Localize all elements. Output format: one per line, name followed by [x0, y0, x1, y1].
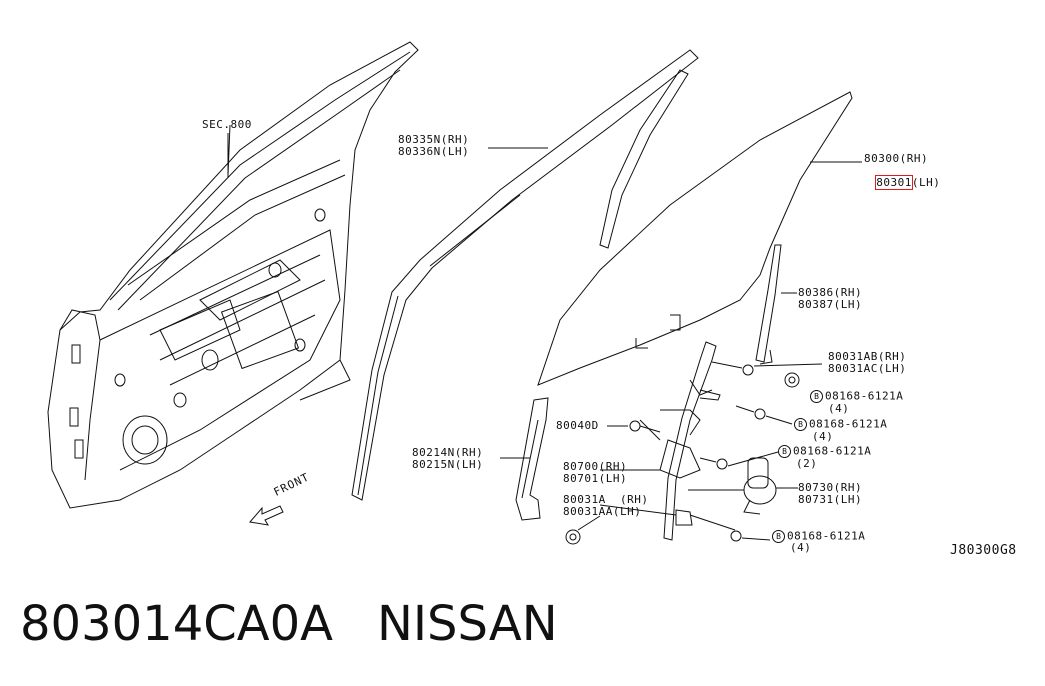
label-80301-side: (LH) [911, 176, 941, 189]
label-80031aa-lh: 80031AA(LH) [563, 505, 642, 518]
door-panel-drawing [47, 41, 419, 509]
label-80031a-rh: 80031A (RH) [563, 493, 649, 506]
label-80040d: 80040D [556, 419, 599, 432]
front-rail-drawing [500, 397, 549, 521]
parts-diagram [47, 41, 862, 545]
label-80387-lh: 80387(LH) [798, 298, 863, 311]
bolt-symbol-b: B [794, 418, 807, 431]
label-bolt-4-qty: (4) [790, 541, 812, 554]
fasteners-drawing [565, 361, 823, 545]
division-channel-drawing [599, 69, 689, 249]
leader-lines [227, 133, 548, 178]
bolt-symbol-b: B [810, 390, 823, 403]
rear-rail-drawing [755, 244, 797, 365]
sash-moulding-drawing [351, 49, 699, 501]
label-80386-rh: 80386(RH) [798, 286, 863, 299]
label-80731-lh: 80731(LH) [798, 493, 863, 506]
front-arrow-icon [249, 505, 284, 526]
brand-name: NISSAN [376, 596, 558, 652]
label-80730-rh: 80730(RH) [798, 481, 863, 494]
label-80700-rh: 80700(RH) [563, 460, 628, 473]
highlighted-part-80301[interactable]: 80301 [875, 175, 913, 190]
label-bolt-3-qty: (2) [796, 457, 818, 470]
label-80215n-lh: 80215N(LH) [412, 458, 484, 471]
label-bolt-2-qty: (4) [812, 430, 834, 443]
window-regulator-drawing [599, 341, 736, 541]
label-80335n-rh: 80335N(RH) [398, 133, 470, 146]
bolt-symbol-b: B [772, 530, 785, 543]
label-80301-lh[interactable]: 80301(LH) [862, 165, 941, 190]
label-80336n-lh: 80336N(LH) [398, 145, 470, 158]
label-sec800: SEC.800 [202, 118, 252, 131]
label-bolt-1-qty: (4) [828, 402, 850, 415]
label-80031ab-rh: 80031AB(RH) [828, 350, 907, 363]
label-80214n-rh: 80214N(RH) [412, 446, 484, 459]
part-number: 803014CA0A [20, 596, 333, 652]
label-80701-lh: 80701(LH) [563, 472, 628, 485]
label-80031ac-lh: 80031AC(LH) [828, 362, 907, 375]
caption: 803014CA0A NISSAN [20, 596, 602, 652]
bolt-symbol-b: B [778, 445, 791, 458]
diagram-id: J80300G8 [950, 543, 1017, 558]
regulator-motor-drawing [743, 457, 798, 515]
door-glass-drawing [537, 91, 862, 386]
label-80300-rh: 80300(RH) [864, 152, 929, 165]
